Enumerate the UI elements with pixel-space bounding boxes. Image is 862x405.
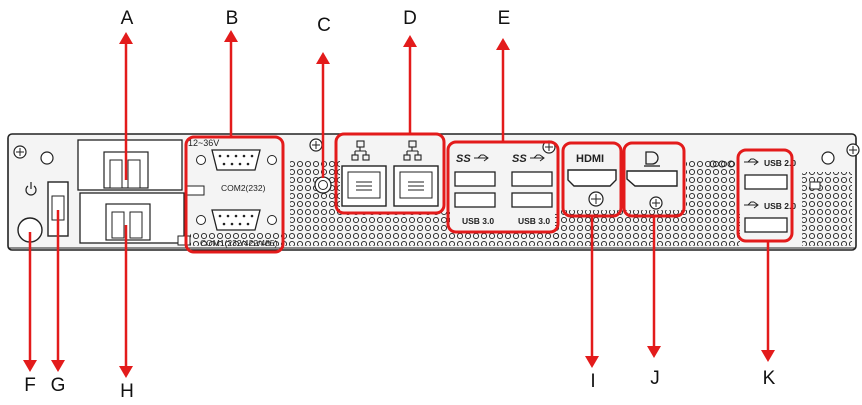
displayport-port[interactable] xyxy=(626,170,678,187)
usb2-port-bottom[interactable] xyxy=(744,217,788,233)
lan-port-1[interactable] xyxy=(341,165,387,207)
highlight-box-b xyxy=(184,135,285,254)
hdmi-port[interactable] xyxy=(567,169,617,187)
usb2-port-top[interactable] xyxy=(744,174,788,190)
usb3-left-label: USB 3.0 xyxy=(462,216,494,226)
callout-label-i: I xyxy=(590,371,596,392)
com1-label: COM1(232/422/485) xyxy=(200,238,278,248)
usb2-bottom-label: USB 2.0 xyxy=(764,201,796,211)
network-icon xyxy=(351,140,422,161)
callout-label-h: H xyxy=(120,381,134,402)
callout-label-c: C xyxy=(317,15,331,36)
highlight-box-d xyxy=(334,132,446,215)
usb3-icon: SS xyxy=(456,153,471,165)
com2-label: COM2(232) xyxy=(221,183,266,193)
callout-label-k: K xyxy=(762,368,776,389)
usb-icon xyxy=(474,154,759,209)
voltage-label: 12~36V xyxy=(188,138,219,148)
usb3-ports-right[interactable] xyxy=(511,171,553,208)
callout-label-j: J xyxy=(650,368,660,389)
callout-label-a: A xyxy=(120,8,134,29)
usb3-icon: SS xyxy=(512,153,527,165)
callout-label-b: B xyxy=(225,8,239,29)
usb2-top-label: USB 2.0 xyxy=(764,158,796,168)
callout-label-d: D xyxy=(403,8,417,29)
vent-grid xyxy=(450,232,560,246)
vent-grid xyxy=(340,212,450,246)
com2-port[interactable] xyxy=(196,149,277,171)
callout-label-e: E xyxy=(497,8,511,29)
vent-grid xyxy=(290,160,340,246)
hdmi-label: HDMI xyxy=(576,153,604,165)
usb3-right-label: USB 3.0 xyxy=(518,216,550,226)
callout-label-g: G xyxy=(50,375,66,396)
ground-icon xyxy=(709,160,735,168)
displayport-icon xyxy=(644,151,660,167)
vent-grid xyxy=(190,232,290,246)
com1-port[interactable] xyxy=(196,209,277,231)
highlight-box-k xyxy=(736,148,794,243)
vent-grid xyxy=(686,160,738,212)
lan-port-2[interactable] xyxy=(393,165,439,207)
callout-label-f: F xyxy=(24,375,36,396)
usb3-ports-left[interactable] xyxy=(454,171,496,208)
power-symbol-icon xyxy=(25,182,37,196)
